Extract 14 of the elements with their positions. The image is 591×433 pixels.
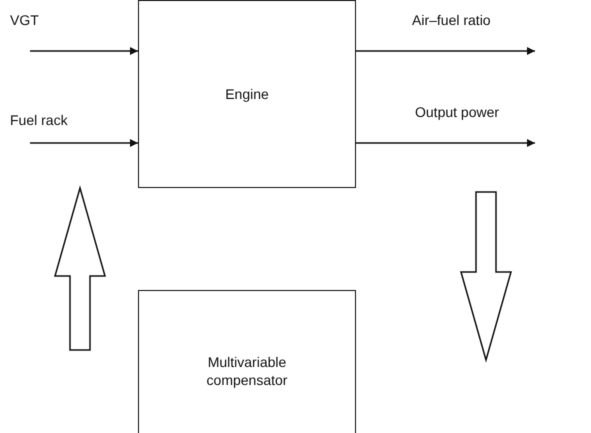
arrow [356,139,535,147]
signal-label: Air–fuel ratio [412,12,491,28]
block-label: Multivariable compensator [206,353,288,390]
block-box [138,0,356,188]
signal-label: Output power [415,104,500,120]
hollow-arrow [460,191,512,363]
block-box [138,290,356,433]
block-label: Engine [224,84,270,104]
signal-label: Fuel rack [10,112,68,128]
signal-label: VGT [10,12,39,28]
arrow [30,139,138,147]
arrow [30,47,138,55]
arrow [356,47,535,55]
hollow-arrow [54,185,106,351]
